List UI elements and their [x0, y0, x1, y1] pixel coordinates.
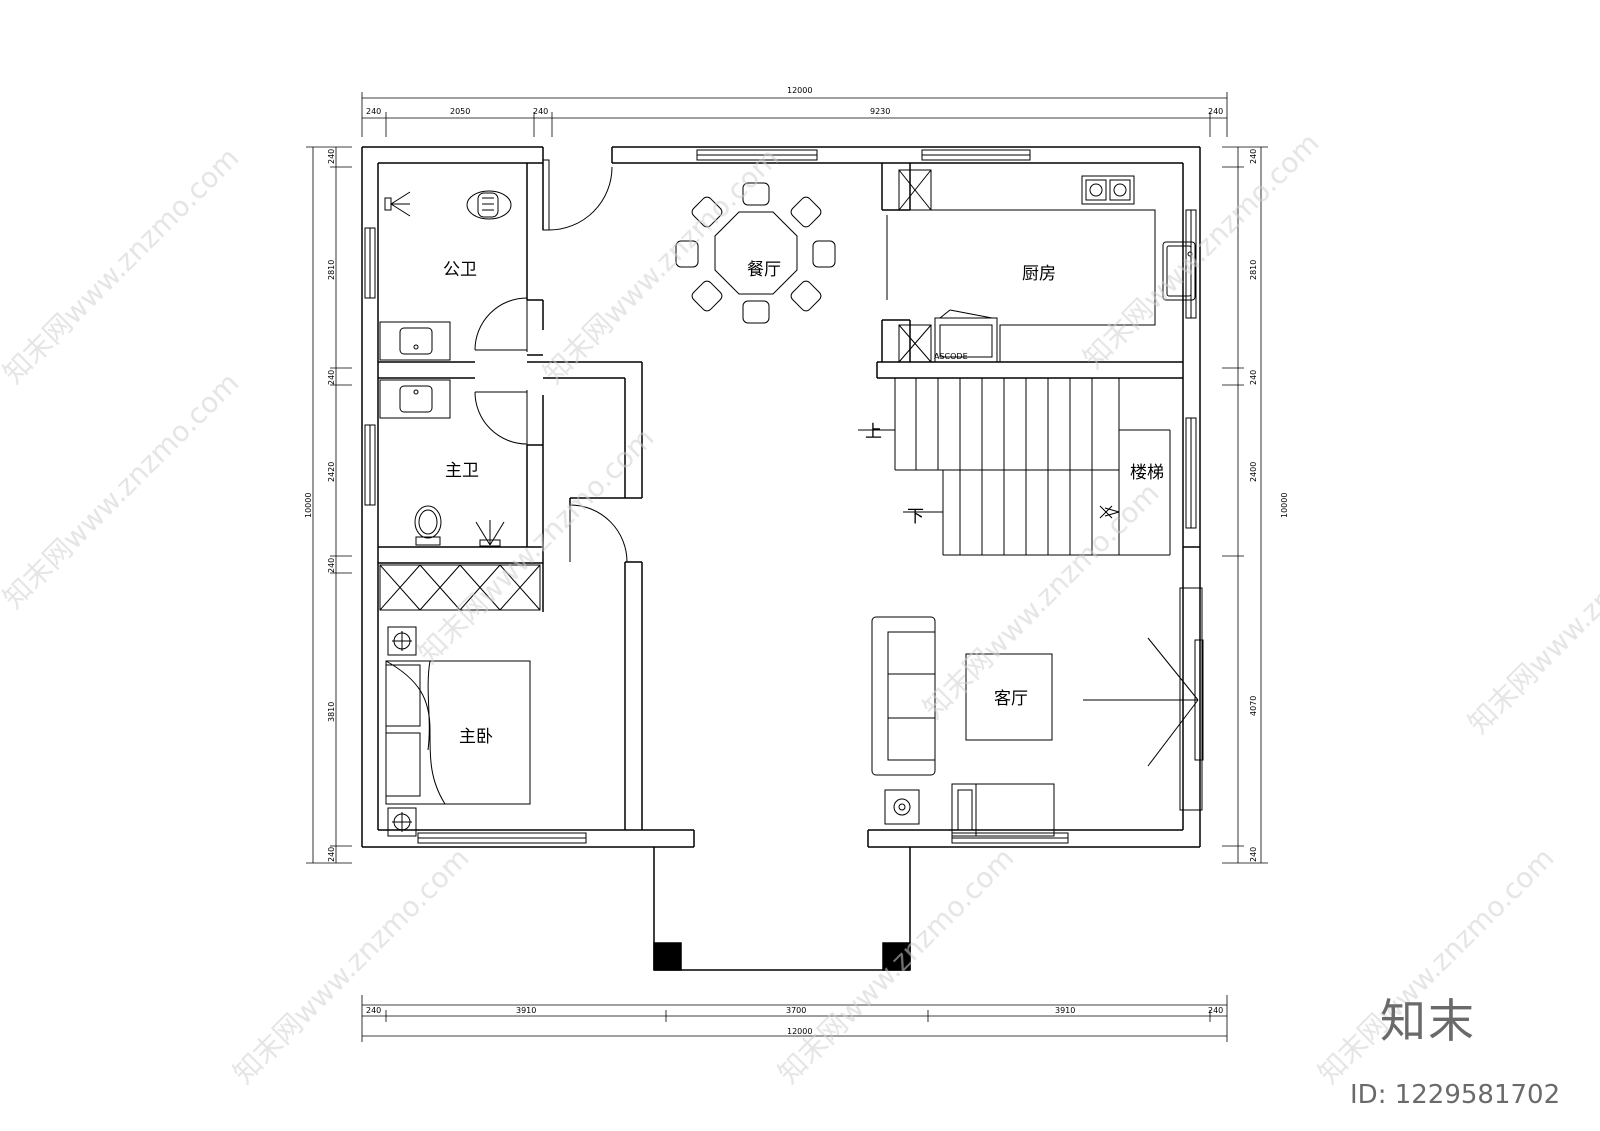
dining-chair [691, 196, 723, 228]
stove-icon [1081, 175, 1135, 205]
watermark-brand: 知末 [1380, 994, 1476, 1048]
doors [474, 159, 888, 563]
room-label-master-bath: 主卫 [445, 461, 479, 481]
public-bath-vanity [379, 321, 451, 361]
dim-left-seg: 240 [327, 558, 336, 573]
shower-icon [384, 191, 411, 217]
dining-table [675, 182, 836, 324]
dim-right-seg: 240 [1249, 370, 1258, 385]
toilet-icon [414, 505, 442, 546]
dim-top-total: 12000 [787, 86, 812, 95]
dining-chair [742, 182, 770, 206]
interior-walls [378, 147, 1200, 830]
room-label-kitchen: 厨房 [1022, 264, 1056, 284]
dining-chair [790, 280, 822, 312]
stair-up-label: 上 [865, 422, 882, 442]
staircase [858, 378, 1171, 556]
porch-column-left [653, 942, 682, 971]
dim-right-seg: 240 [1249, 149, 1258, 164]
bed [385, 660, 531, 805]
dining-chair [790, 196, 822, 228]
sink-icon [1162, 241, 1196, 301]
dim-bottom-total: 12000 [787, 1027, 812, 1036]
master-bedroom-furniture [379, 564, 541, 837]
dim-left-seg: 2420 [327, 462, 336, 482]
exterior-walls [361, 146, 1201, 848]
dim-bottom-seg: 240 [366, 1006, 381, 1015]
dim-top-seg: 240 [366, 107, 381, 116]
dining-chair [691, 280, 723, 312]
master-bath-vanity [379, 379, 451, 419]
room-label-public-bath: 公卫 [443, 260, 477, 280]
watermark-text: 知末网www.znzmo.com [917, 476, 1166, 725]
dim-top-seg: 9230 [870, 107, 890, 116]
coffee-table [965, 653, 1053, 741]
watermark-text: 知末网www.znzmo.com [0, 366, 245, 615]
dim-right-seg: 2810 [1249, 260, 1258, 280]
watermark-text: 知末网www.znzmo.com [1462, 491, 1600, 740]
dim-left-seg: 2810 [327, 260, 336, 280]
watermark-text: 知末网www.znzmo.com [227, 841, 476, 1090]
sink-icon [399, 327, 433, 355]
dim-left-seg: 3810 [327, 702, 336, 722]
dim-bottom-seg: 3910 [516, 1006, 536, 1015]
dim-bottom-seg: 3910 [1055, 1006, 1075, 1015]
dining-chair [742, 300, 770, 324]
room-label-stairs: 楼梯 [1130, 463, 1164, 483]
cabinet [898, 324, 932, 363]
bathtub-icon [466, 190, 512, 220]
watermark-layer: 知末网www.znzmo.com 知末网www.znzmo.com 知末网www… [0, 126, 1600, 1090]
dim-left-seg: 240 [327, 149, 336, 164]
watermark-text: 知末网www.znzmo.com [1312, 841, 1561, 1090]
armchair [951, 783, 1055, 837]
dining-chair [812, 240, 836, 268]
lamp-icon [387, 626, 417, 656]
dim-top-seg: 240 [1208, 107, 1223, 116]
kitchen-fixtures [898, 169, 1196, 363]
shower-icon [475, 520, 505, 547]
master-bath-fixtures [379, 379, 505, 547]
room-label-dining: 餐厅 [747, 260, 781, 280]
cabinet [898, 169, 932, 211]
watermark-text: 知末网www.znzmo.com [0, 141, 245, 390]
side-table [884, 789, 920, 825]
living-room-furniture [871, 587, 1204, 837]
porch [653, 847, 911, 971]
porch-column-right [882, 942, 911, 971]
dim-left-seg: 240 [327, 370, 336, 385]
dim-top-seg: 240 [533, 107, 548, 116]
sink-icon [399, 385, 433, 413]
windows [364, 149, 1197, 844]
refrigerator-icon [934, 309, 998, 363]
watermark-text: 知末网www.znzmo.com [772, 841, 1021, 1090]
lamp-icon [387, 807, 417, 837]
dim-bottom-seg: 240 [1208, 1006, 1223, 1015]
public-bath-fixtures [379, 190, 512, 361]
dim-top-seg: 2050 [450, 107, 470, 116]
image-id-label: ID: 1229581702 [1350, 1080, 1561, 1110]
room-label-living: 客厅 [994, 689, 1028, 709]
sofa [871, 616, 936, 776]
room-label-master-bedroom: 主卧 [459, 727, 493, 747]
dim-right-seg: 240 [1249, 847, 1258, 862]
dim-left-total: 10000 [304, 493, 313, 518]
dim-right-seg: 4070 [1249, 696, 1258, 716]
dim-right-total: 10000 [1280, 493, 1289, 518]
dim-right-seg: 2400 [1249, 462, 1258, 482]
stair-down-label: 下 [907, 507, 924, 527]
dim-left-seg: 240 [327, 847, 336, 862]
dining-chair [675, 240, 699, 268]
dimension-lines [306, 92, 1268, 1042]
appliance-label: ASCODE [934, 352, 968, 361]
watermark-text: 知末网www.znzmo.com [412, 421, 661, 670]
dim-bottom-seg: 3700 [786, 1006, 806, 1015]
